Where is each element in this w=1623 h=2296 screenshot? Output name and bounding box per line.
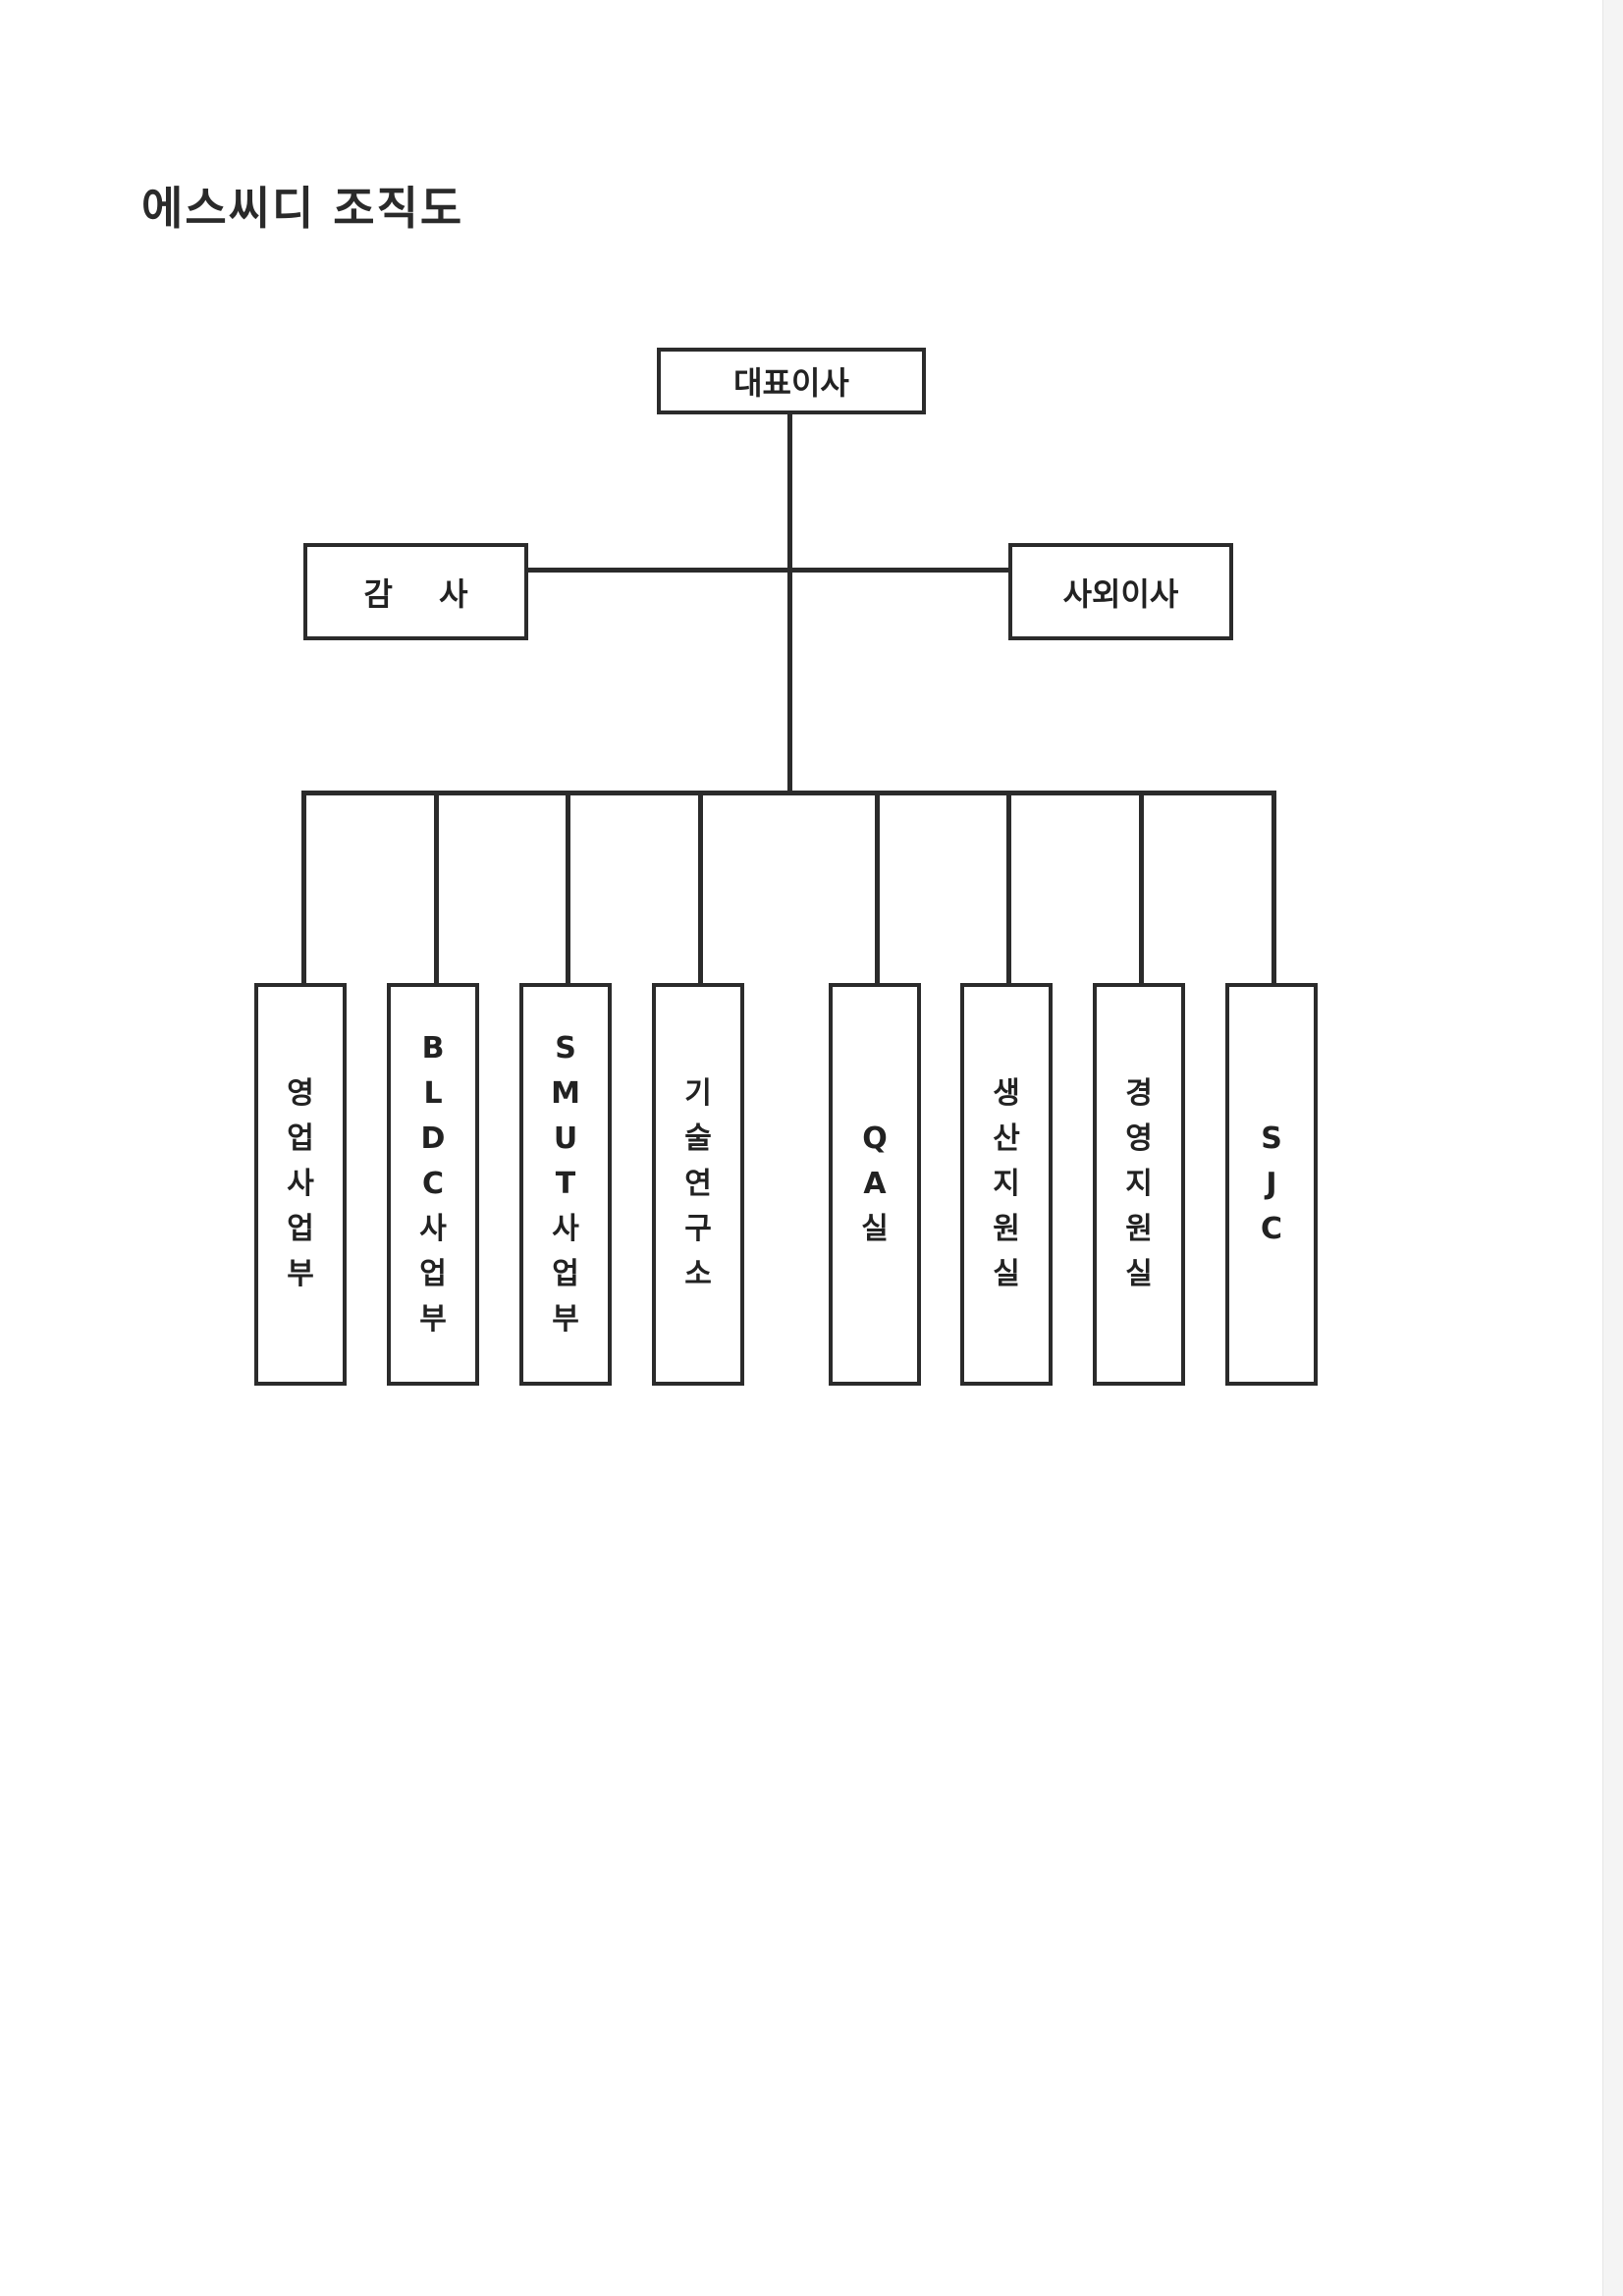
department-char: D: [420, 1121, 446, 1156]
department-char: 경: [1125, 1076, 1153, 1111]
department-char: 산: [993, 1121, 1020, 1156]
ceo-label: 대표이사: [733, 364, 849, 402]
department-char: 실: [1125, 1257, 1153, 1291]
department-box-production-support: 생 산 지 원 실: [960, 983, 1053, 1386]
department-drop-line: [434, 791, 439, 985]
department-char: 업: [552, 1257, 579, 1291]
department-char: 실: [993, 1257, 1020, 1291]
department-drop-line: [1006, 791, 1011, 985]
department-char: 사: [287, 1167, 314, 1201]
department-char: A: [863, 1167, 887, 1201]
department-drop-line: [875, 791, 880, 985]
department-char: 원: [1125, 1212, 1153, 1246]
page-edge: [1602, 0, 1623, 2296]
department-char: Q: [862, 1121, 888, 1156]
department-char: 업: [287, 1212, 314, 1246]
department-char: C: [1260, 1212, 1283, 1246]
department-char: S: [555, 1031, 576, 1066]
department-char: 사: [419, 1212, 447, 1246]
department-char: 업: [419, 1257, 447, 1291]
department-char: 생: [993, 1076, 1020, 1111]
department-char: J: [1266, 1167, 1277, 1201]
department-char: 원: [993, 1212, 1020, 1246]
auditor-label: 감 사: [363, 574, 486, 613]
department-char: 업: [287, 1121, 314, 1156]
department-box-rnd: 기 술 연 구 소: [652, 983, 744, 1386]
department-char: 영: [1125, 1121, 1153, 1156]
department-box-qa: Q A 실: [829, 983, 921, 1386]
department-drop-line: [301, 791, 306, 985]
department-drop-line: [1271, 791, 1276, 985]
department-char: L: [423, 1076, 443, 1111]
department-char: 기: [684, 1076, 712, 1111]
department-char: C: [421, 1167, 445, 1201]
department-char: 연: [684, 1167, 712, 1201]
department-char: U: [553, 1121, 578, 1156]
department-char: 부: [552, 1302, 579, 1337]
auditor-box: 감 사: [303, 543, 528, 640]
department-box-management-support: 경 영 지 원 실: [1093, 983, 1185, 1386]
department-box-smut: S M U T 사 업 부: [519, 983, 612, 1386]
department-box-sales: 영 업 사 업 부: [254, 983, 347, 1386]
department-char: S: [1261, 1121, 1282, 1156]
department-box-sjc: S J C: [1225, 983, 1318, 1386]
department-char: 실: [861, 1212, 889, 1246]
ceo-trunk-line: [787, 412, 792, 795]
department-char: 지: [993, 1167, 1020, 1201]
department-char: T: [555, 1167, 576, 1201]
audit-branch-line: [526, 568, 1011, 573]
page-title: 에스씨디 조직도: [141, 182, 464, 235]
department-char: 구: [684, 1212, 712, 1246]
department-char: M: [551, 1076, 580, 1111]
department-drop-line: [698, 791, 703, 985]
department-char: 술: [684, 1121, 712, 1156]
department-box-bldc: B L D C 사 업 부: [387, 983, 479, 1386]
department-char: 영: [287, 1076, 314, 1111]
department-char: 부: [287, 1257, 314, 1291]
department-char: 사: [552, 1212, 579, 1246]
outside-director-label: 사외이사: [1062, 574, 1179, 613]
department-char: B: [421, 1031, 445, 1066]
ceo-box: 대표이사: [657, 348, 926, 414]
department-char: 부: [419, 1302, 447, 1337]
department-drop-line: [1139, 791, 1144, 985]
department-char: 지: [1125, 1167, 1153, 1201]
outside-director-box: 사외이사: [1008, 543, 1233, 640]
department-bus-line: [301, 791, 1276, 795]
department-drop-line: [566, 791, 570, 985]
department-char: 소: [684, 1257, 712, 1291]
